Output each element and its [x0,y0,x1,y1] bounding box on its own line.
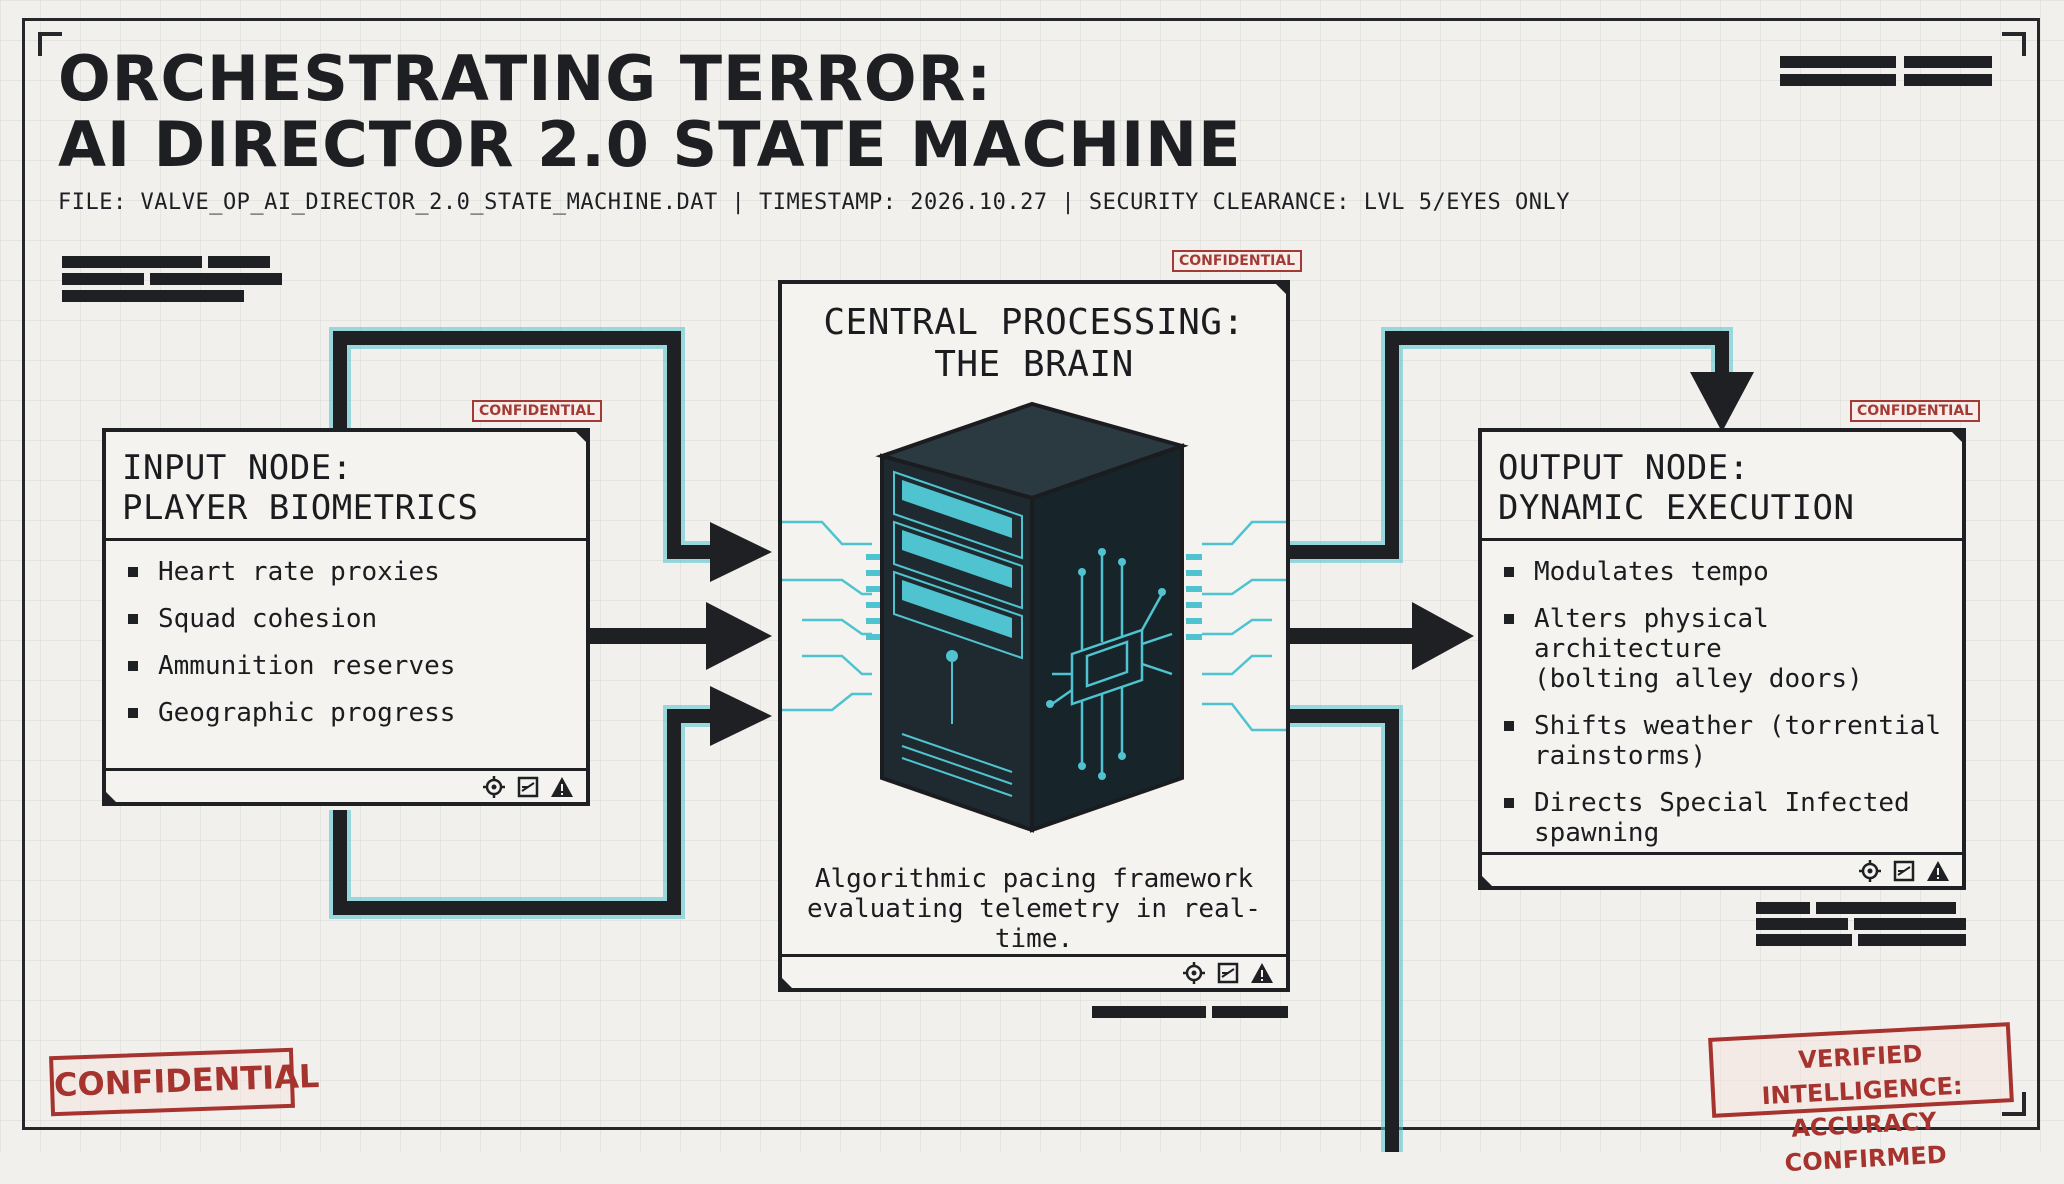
arrow-head [710,522,772,582]
list-item: Modulates tempo [1504,557,1962,587]
central-node: CENTRAL PROCESSING: THE BRAIN [778,280,1290,992]
confidential-stamp: CONFIDENTIAL [1172,250,1303,272]
confidential-stamp: CONFIDENTIAL [472,400,603,422]
gear-icon[interactable] [1858,859,1882,883]
corner-mark [38,32,62,56]
list-item: Squad cohesion [128,604,586,634]
confidential-stamp-large: CONFIDENTIAL [49,1047,320,1117]
gear-icon[interactable] [1182,961,1206,985]
file-metadata-line: FILE: VALVE_OP_AI_DIRECTOR_2.0_STATE_MAC… [58,190,1570,215]
arrow-head [1412,602,1474,670]
arrow-head [706,602,772,670]
document-frame [22,18,2040,1130]
node-title: INPUT NODE: PLAYER BIOMETRICS [106,432,586,541]
node-footer [106,768,586,802]
input-list: Heart rate proxies Squad cohesion Ammuni… [106,541,586,728]
circuit-traces [782,520,1286,732]
input-node: INPUT NODE: PLAYER BIOMETRICS Heart rate… [102,428,590,806]
arrow-head [710,686,772,746]
confidential-stamp: CONFIDENTIAL [1850,400,1981,422]
page-title: ORCHESTRATING TERROR: AI DIRECTOR 2.0 ST… [58,46,1241,178]
warning-icon[interactable] [550,775,574,799]
corner-mark [2002,1092,2026,1116]
document-icon[interactable] [1216,961,1240,985]
node-footer [1482,852,1962,886]
title-line-2: AI DIRECTOR 2.0 STATE MACHINE [58,108,1242,181]
document-icon[interactable] [1892,859,1916,883]
warning-icon[interactable] [1250,961,1274,985]
node-title: CENTRAL PROCESSING: THE BRAIN [823,302,1245,385]
node-footer [782,954,1286,988]
central-caption: Algorithmic pacing framework evaluating … [807,864,1261,954]
list-item: Alters physical architecture (bolting al… [1504,604,1962,694]
warning-icon[interactable] [1926,859,1950,883]
arrow-head [1690,372,1754,432]
list-item: Ammunition reserves [128,651,586,681]
list-item: Heart rate proxies [128,557,586,587]
connector-diagram [329,327,1754,1152]
output-list: Modulates tempo Alters physical architec… [1482,541,1962,848]
corner-mark [2002,32,2026,56]
output-node: OUTPUT NODE: DYNAMIC EXECUTION Modulates… [1478,428,1966,890]
list-item: Directs Special Infected spawning [1504,788,1962,848]
server-illustration [782,401,1286,833]
pipe-output-down [1286,705,1403,1152]
node-title: OUTPUT NODE: DYNAMIC EXECUTION [1482,432,1962,541]
document-icon[interactable] [516,775,540,799]
list-item: Shifts weather (torrential rainstorms) [1504,711,1962,771]
verified-stamp: VERIFIED INTELLIGENCE: ACCURACY CONFIRME… [1708,1022,2014,1177]
title-line-1: ORCHESTRATING TERROR: [58,42,993,115]
list-item: Geographic progress [128,698,586,728]
gear-icon[interactable] [482,775,506,799]
